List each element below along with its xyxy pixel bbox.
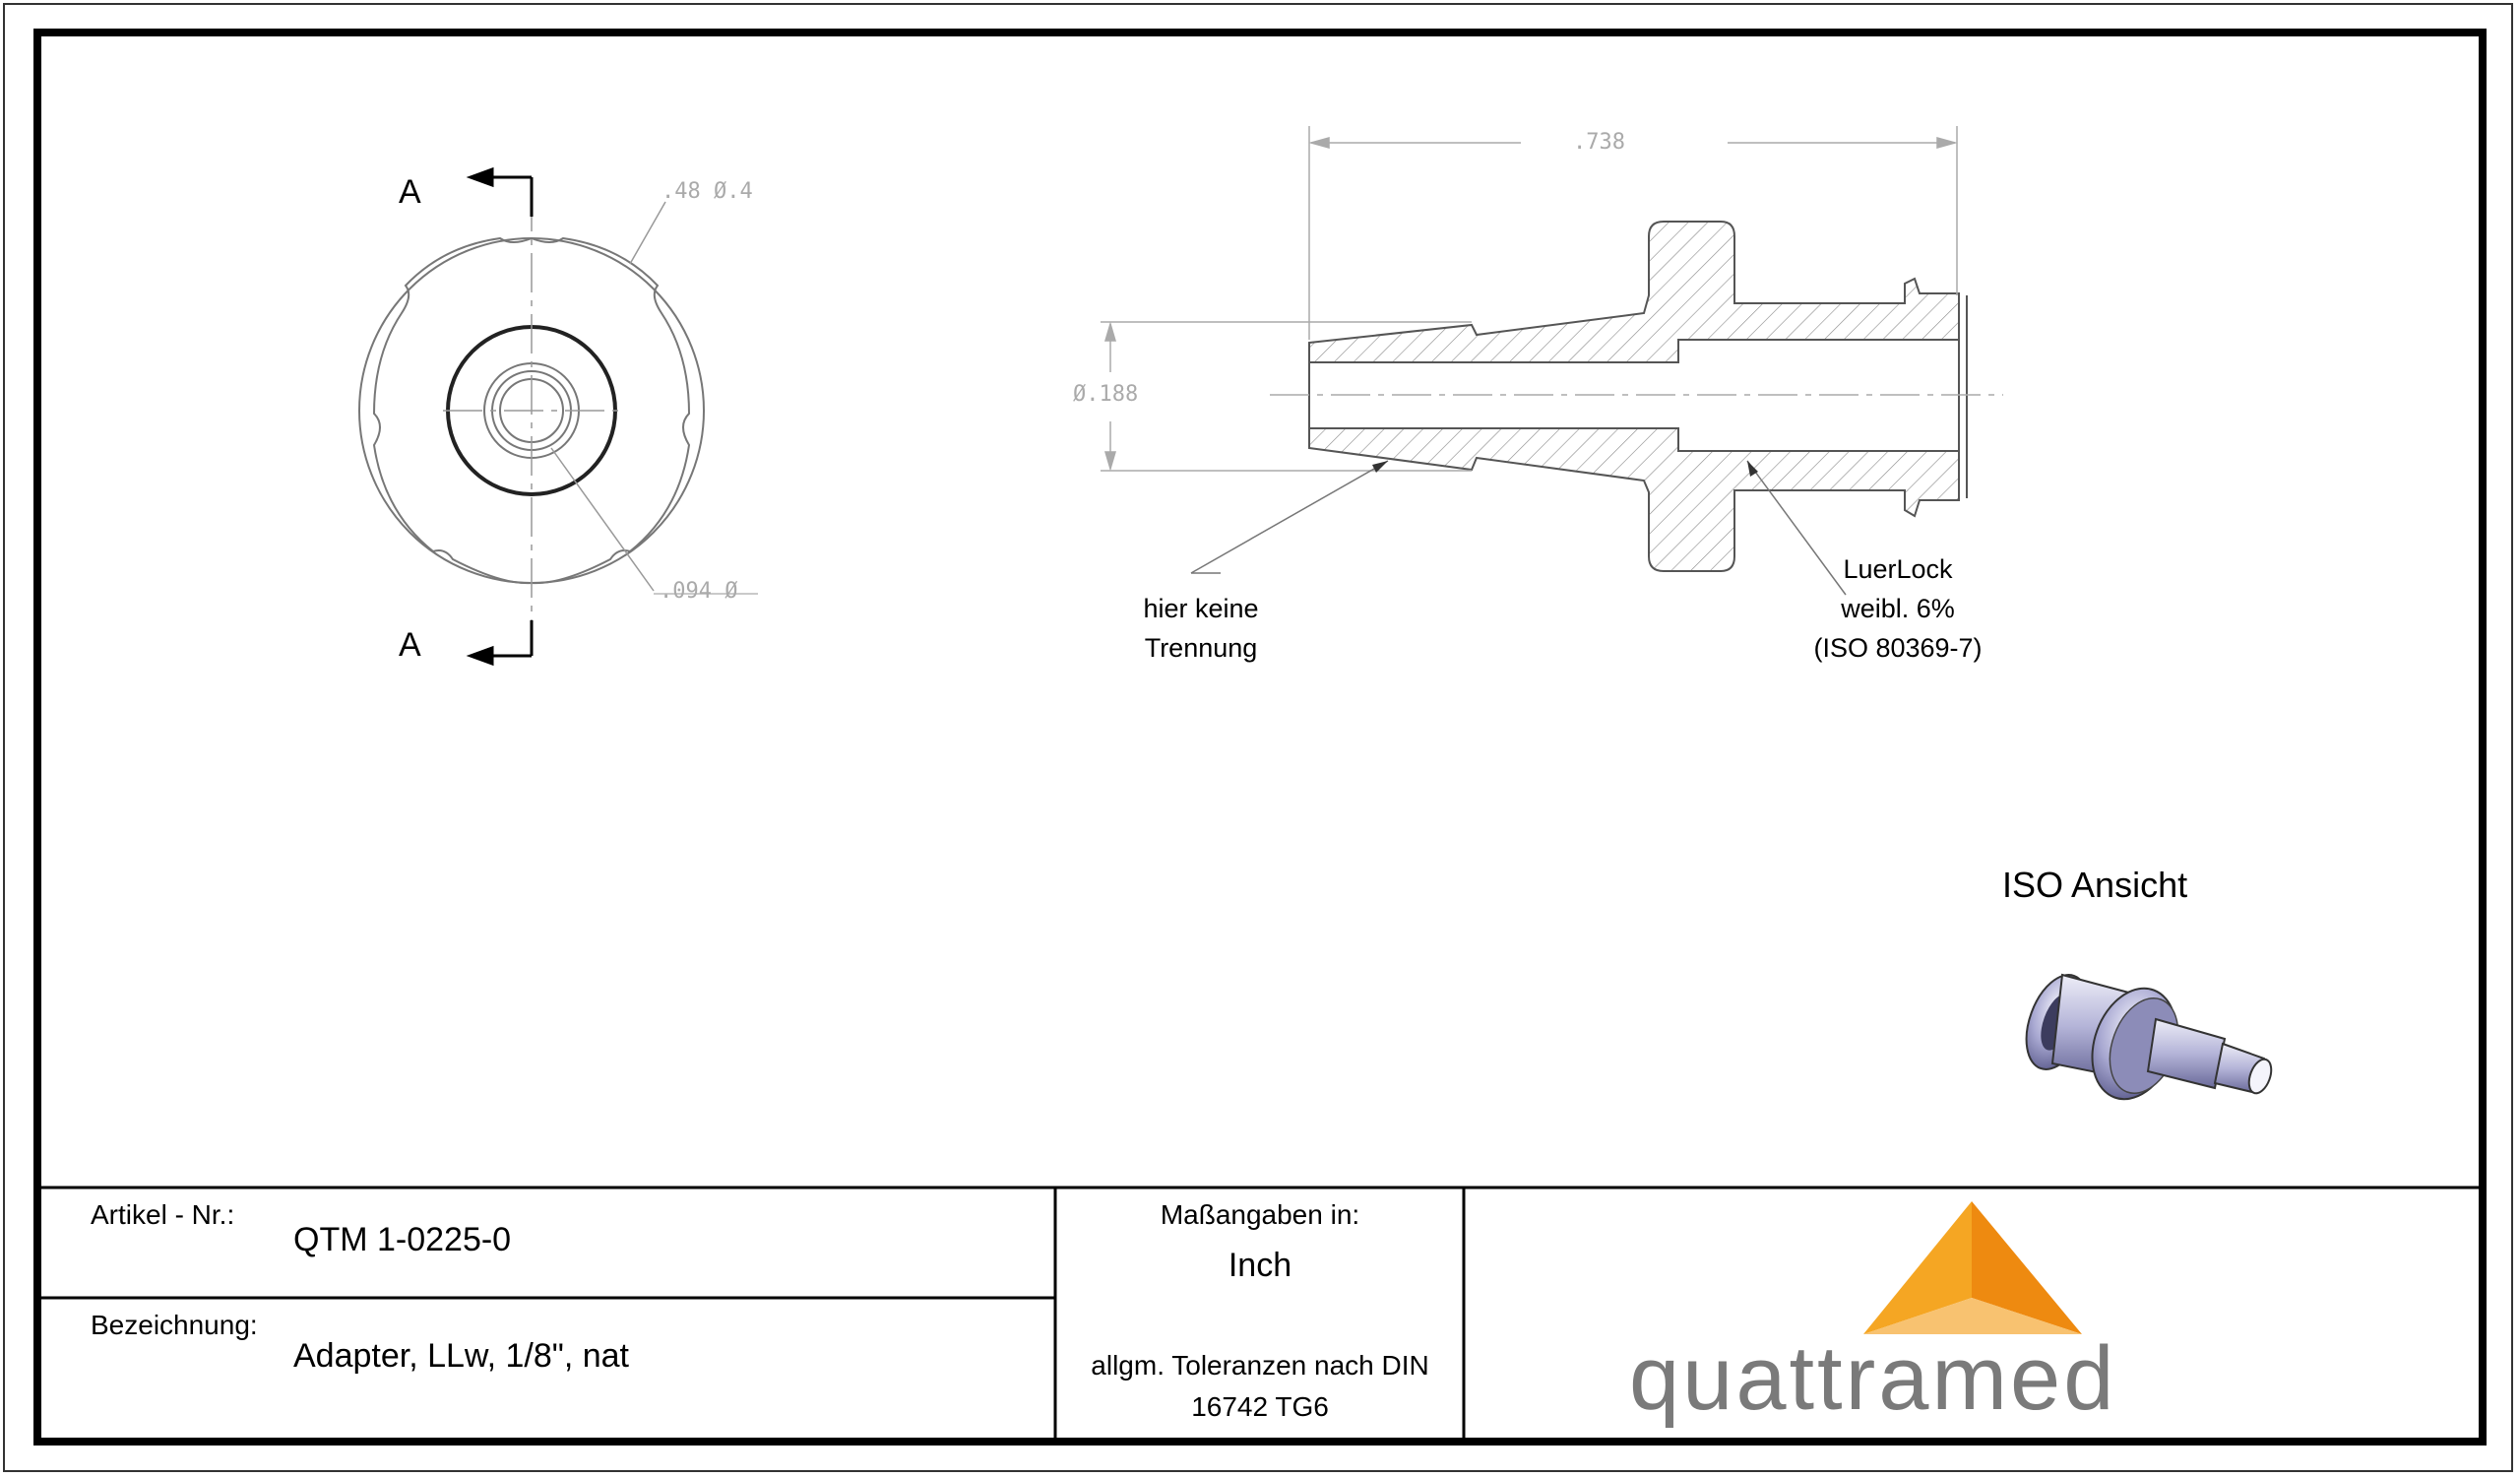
dim-outer-diameter: Ø.4 (714, 179, 753, 204)
article-label: Artikel - Nr.: (91, 1199, 235, 1230)
units-value: Inch (1228, 1247, 1292, 1284)
tolerance-note: allgm. Toleranzen nach DIN 16742 TG6 (1059, 1345, 1461, 1428)
sheet-inner-border (33, 29, 2487, 1446)
section-hatch-top (1308, 221, 1960, 363)
dim-barb-diameter: Ø.188 (1073, 382, 1139, 407)
designation-label: Bezeichnung: (91, 1310, 258, 1340)
tolerance-line2: 16742 TG6 (1191, 1391, 1329, 1422)
quattramed-logo-mark (1863, 1201, 2082, 1334)
leader-no-separation (1190, 460, 1389, 574)
designation-value: Adapter, LLw, 1/8", nat (293, 1337, 629, 1375)
note-no-separation: hier keine Trennung (1122, 589, 1280, 668)
note-luerlock: LuerLock weibl. 6% (ISO 80369-7) (1799, 549, 1996, 668)
sheet-outer-border (3, 3, 2513, 1472)
section-mark-bottom: A (399, 626, 421, 664)
iso-view-image (2025, 973, 2273, 1101)
section-cut-bottom (466, 620, 534, 667)
note-luer-line2: weibl. 6% (1841, 594, 1955, 623)
note-luer-line1: LuerLock (1843, 554, 1953, 584)
dim-outer-leader: .48 (662, 179, 701, 204)
section-cut-top (466, 166, 534, 217)
leader-outer-diameter (629, 201, 666, 265)
tolerance-line1: allgm. Toleranzen nach DIN (1091, 1350, 1429, 1381)
dim-bore-diameter: .094 Ø (660, 579, 738, 604)
units-label: Maßangaben in: (1160, 1199, 1360, 1230)
dim-barb-lines (1101, 321, 1472, 472)
note-no-separation-line1: hier keine (1143, 594, 1259, 623)
dim-length-lines (1308, 126, 1958, 340)
section-view (1101, 126, 2003, 596)
leader-luerlock (1746, 460, 1847, 596)
section-hatch-bottom (1308, 427, 1960, 572)
note-no-separation-line2: Trennung (1144, 633, 1258, 663)
title-block-grid (37, 1186, 2483, 1442)
note-luer-line3: (ISO 80369-7) (1813, 633, 1983, 663)
article-value: QTM 1-0225-0 (293, 1221, 512, 1258)
company-logo-text: quattramed (1629, 1328, 2117, 1429)
front-view (358, 166, 758, 667)
leader-bore (550, 447, 655, 592)
iso-view-label: ISO Ansicht (2002, 865, 2188, 905)
section-mark-top: A (399, 173, 421, 211)
dim-length: .738 (1573, 130, 1625, 155)
